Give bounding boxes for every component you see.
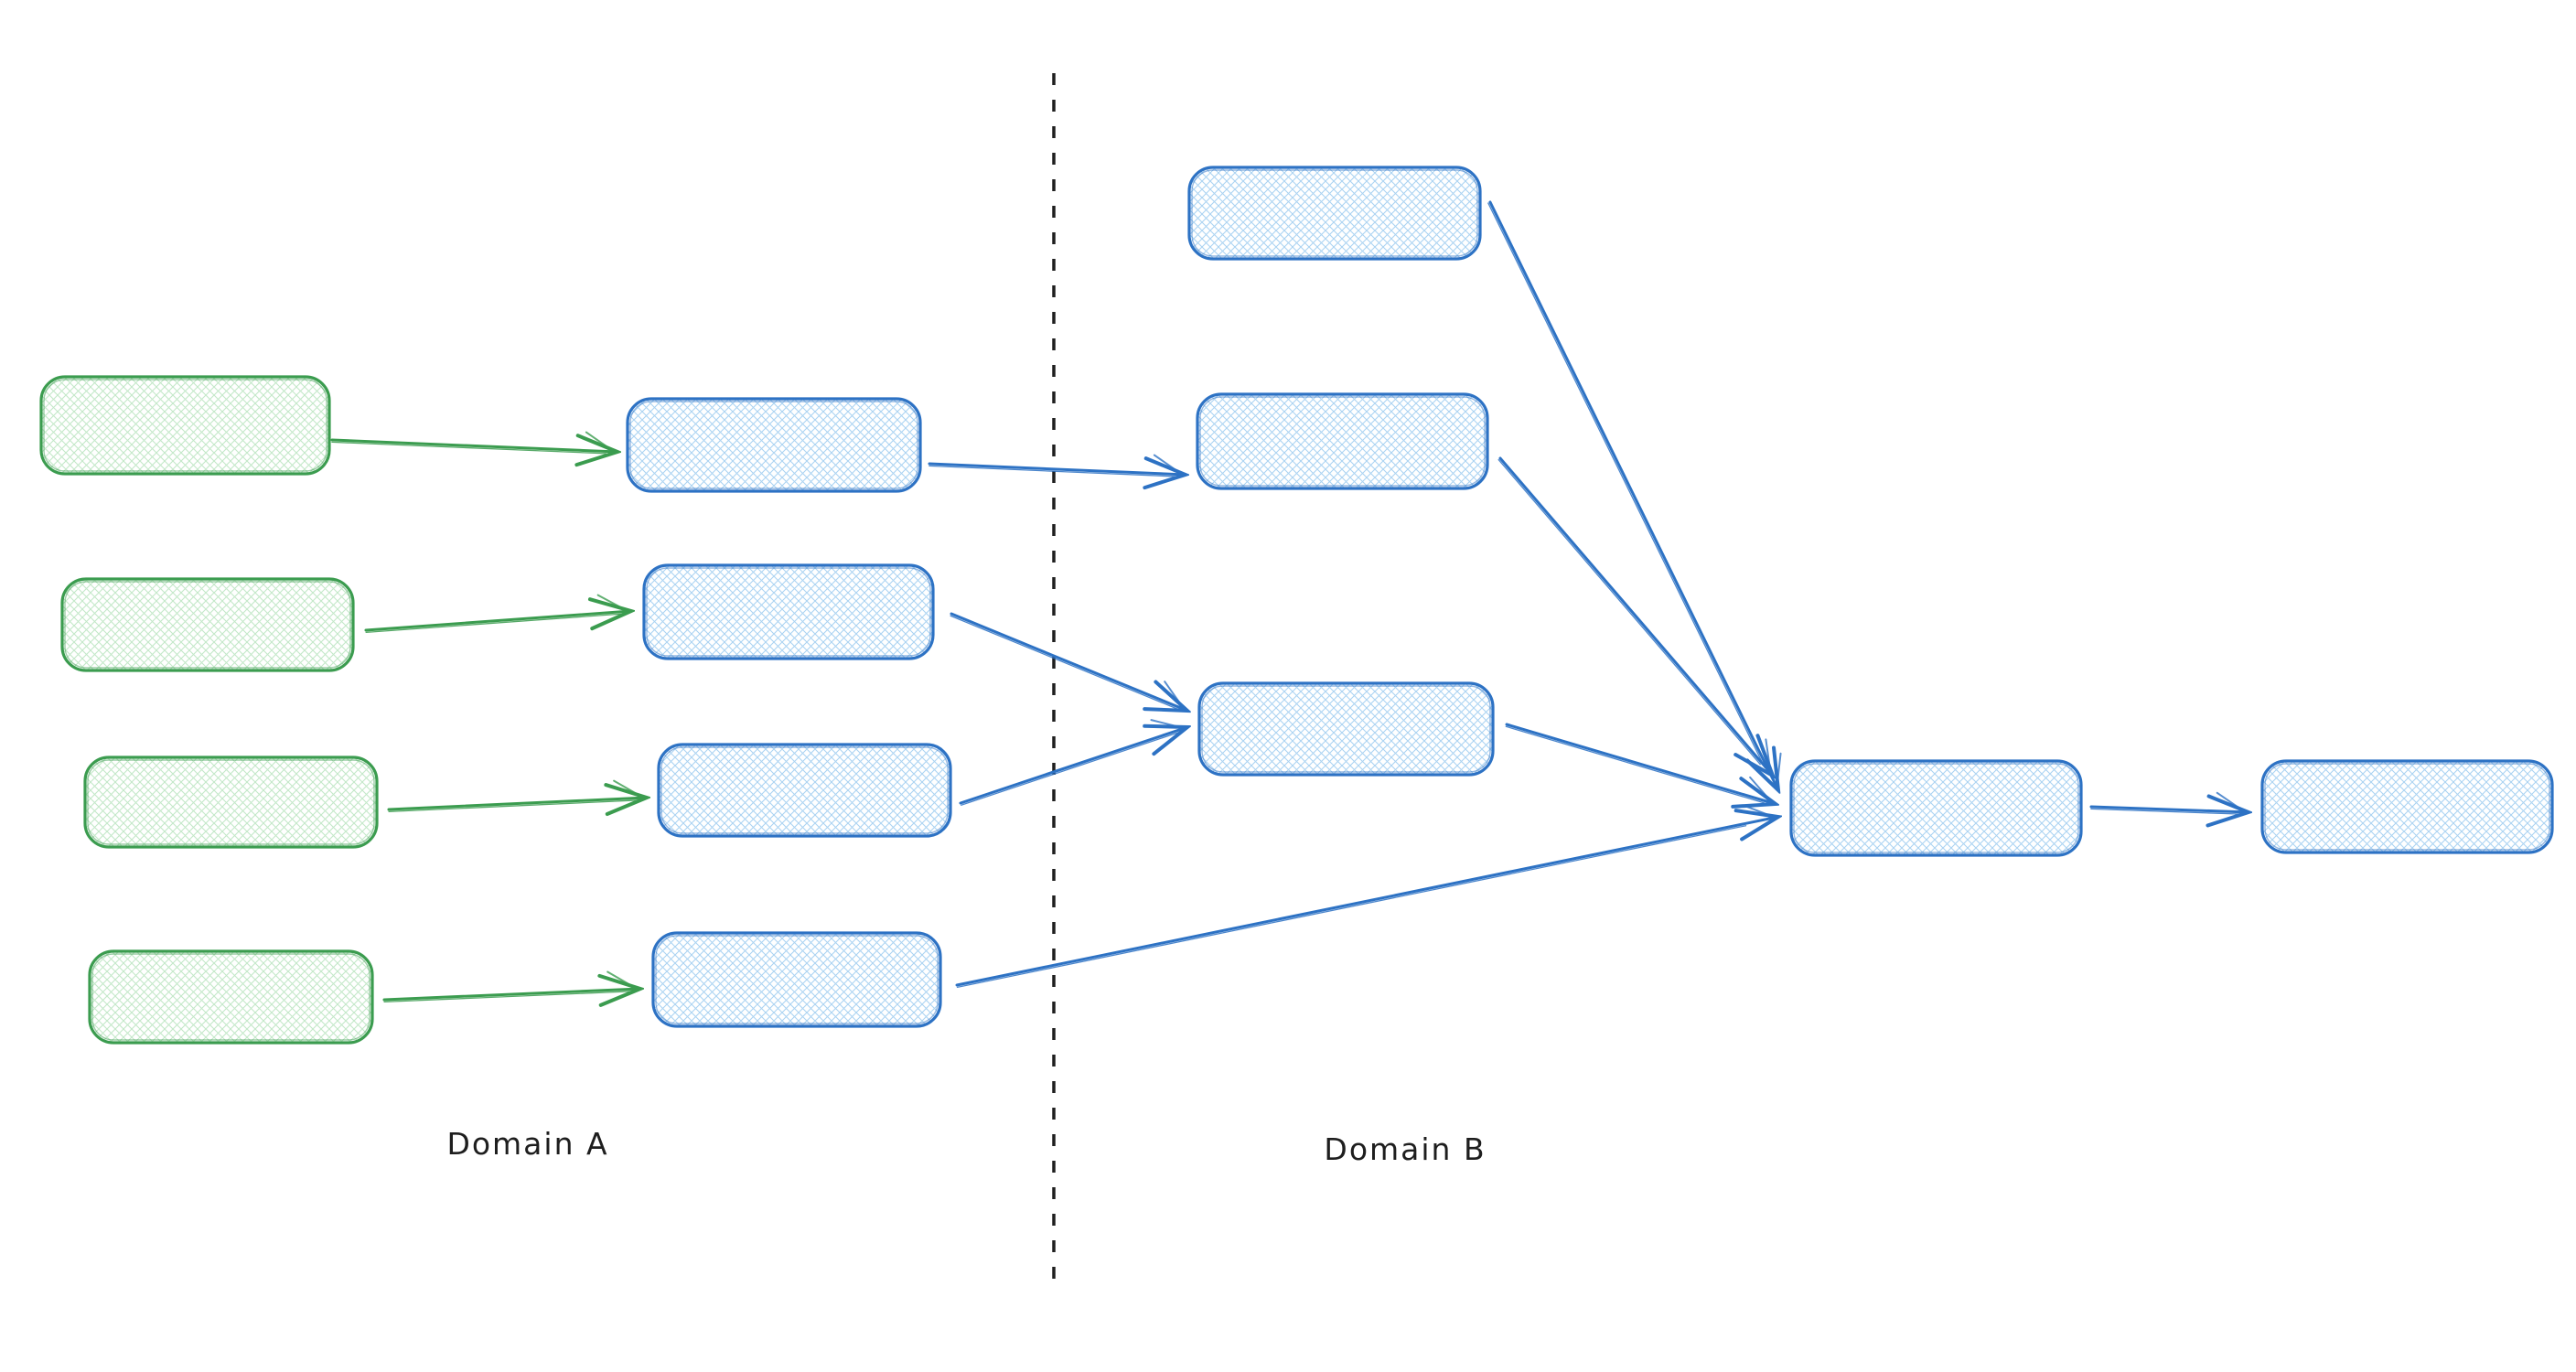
node-domain-b-process-2 xyxy=(1196,392,1489,490)
arrow-processB1-to-aggregator xyxy=(1487,200,1778,790)
arrow-input1-to-processA1 xyxy=(330,440,617,454)
node-domain-a-input-2 xyxy=(60,577,355,672)
node-domain-b-process-1 xyxy=(1187,166,1482,261)
node-domain-a-process-3 xyxy=(657,743,952,838)
arrow-input2-to-processA2 xyxy=(364,611,631,634)
arrow-processB2-to-aggregator xyxy=(1497,456,1773,776)
nodes-layer xyxy=(39,166,2554,1045)
arrow-input4-to-processA4 xyxy=(382,989,640,1002)
arrow-processA3-to-processB3 xyxy=(959,727,1187,806)
arrow-processA4-to-aggregator xyxy=(955,817,1778,989)
labels-layer: Domain A Domain B xyxy=(446,1126,1486,1167)
arrow-input3-to-processA3 xyxy=(387,798,647,811)
node-domain-a-process-2 xyxy=(642,563,935,660)
node-domain-a-input-3 xyxy=(83,756,379,849)
domain-b-label: Domain B xyxy=(1324,1131,1486,1167)
node-domain-b-process-3 xyxy=(1197,681,1495,777)
edges-layer xyxy=(330,200,2249,1002)
domain-a-label: Domain A xyxy=(446,1126,608,1162)
node-domain-a-process-1 xyxy=(626,397,922,493)
node-domain-a-input-4 xyxy=(88,949,374,1045)
arrow-aggregator-to-output xyxy=(2089,807,2249,814)
arrow-processA2-to-processB3 xyxy=(950,612,1187,711)
node-domain-a-process-4 xyxy=(651,931,942,1028)
arrow-processA1-to-processB2 xyxy=(928,464,1186,477)
node-domain-a-input-1 xyxy=(39,375,331,476)
node-domain-b-output xyxy=(2260,759,2554,854)
node-domain-b-aggregator xyxy=(1789,759,2083,857)
arrow-processB3-to-aggregator xyxy=(1505,723,1776,804)
